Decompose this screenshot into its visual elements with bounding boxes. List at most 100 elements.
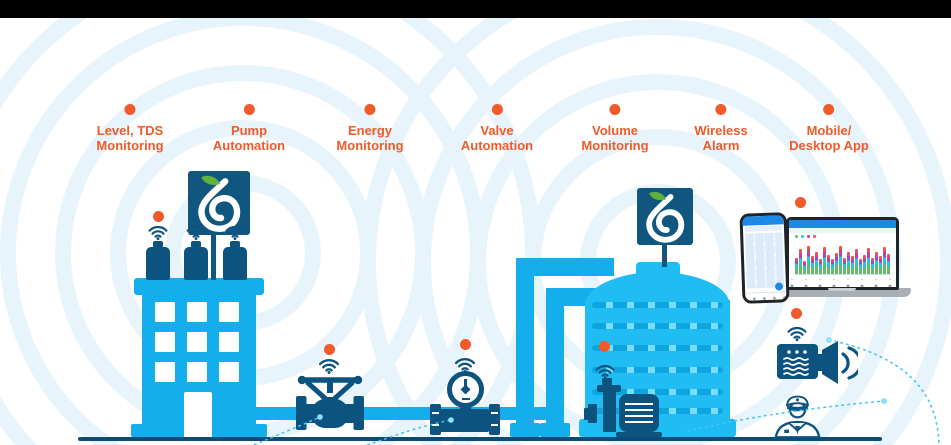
pump-side-flange <box>588 404 597 423</box>
marker-dot-icon <box>460 339 471 350</box>
window <box>187 302 207 322</box>
feature-label: Level, TDS <box>96 123 164 138</box>
tank-rib <box>592 323 723 329</box>
feature-label: Automation <box>460 138 534 153</box>
marker-dot-icon <box>153 211 164 222</box>
laptop-hinge-notch <box>828 288 856 291</box>
feature-label: Monitoring <box>581 138 649 153</box>
roof-tank-cap <box>153 241 163 248</box>
laptop-chart-bars <box>795 244 890 275</box>
feature-label: Pump <box>230 123 268 138</box>
feature-label: Desktop App <box>789 138 869 153</box>
marker-dot-icon <box>795 197 806 208</box>
pump-side-flange <box>584 408 589 420</box>
column-base <box>540 423 570 437</box>
pipe-flange <box>430 404 441 435</box>
building-roof <box>134 278 264 295</box>
feature-label: Volume <box>592 123 638 138</box>
marker-dot-icon <box>823 104 835 115</box>
marker-dot-icon <box>609 104 621 115</box>
ground-line <box>78 437 882 441</box>
window <box>187 362 207 382</box>
feature-label: Monitoring <box>336 138 404 153</box>
roof-tank <box>184 247 208 280</box>
laptop-app-header <box>789 220 896 228</box>
logo-drop-icon <box>637 188 693 245</box>
phone-app-header <box>742 215 784 226</box>
brand-sign <box>637 188 693 245</box>
top-black-bar <box>0 0 951 18</box>
phone-icon <box>739 212 790 304</box>
marker-dot-icon <box>364 104 376 115</box>
pump-flange <box>597 385 621 392</box>
window <box>155 362 175 382</box>
pipe-flange <box>489 404 500 435</box>
feature-label: Monitoring <box>96 138 164 153</box>
window <box>219 362 239 382</box>
window <box>155 302 175 322</box>
valve-icon <box>296 375 364 430</box>
pump-base <box>616 432 662 437</box>
meter-body <box>439 409 490 432</box>
wifi-icon <box>147 224 169 240</box>
marker-dot-icon <box>715 104 727 115</box>
feature-pump-automation: Pump Automation <box>213 104 285 153</box>
feature-mobile-desktop-app: Mobile/ Desktop App <box>789 104 869 153</box>
marker-dot-icon <box>599 341 610 352</box>
sign-pole <box>662 243 667 267</box>
marker-dot-icon <box>243 104 255 115</box>
alarm-drops-waves <box>783 350 809 376</box>
sign-pole <box>211 235 216 280</box>
gauge-icon <box>447 371 484 408</box>
alarm-speaker-icon <box>816 341 858 384</box>
feature-label: Alarm <box>702 138 740 153</box>
wifi-icon <box>224 224 246 240</box>
laptop-bottom-icons <box>789 279 896 287</box>
wifi-icon <box>317 357 341 374</box>
roof-tank-cap <box>191 241 201 248</box>
intake-arm-tall <box>516 258 614 276</box>
window <box>219 302 239 322</box>
feature-energy-monitoring: Energy Monitoring <box>336 104 404 153</box>
window <box>219 332 239 352</box>
feature-valve-automation: Valve Automation <box>461 104 533 153</box>
feature-label: Energy <box>347 123 393 138</box>
laptop-toolbar <box>789 228 896 233</box>
building-windows <box>155 302 239 382</box>
building-door <box>184 392 212 437</box>
pump-pipe <box>603 392 616 432</box>
roof-tank-cap <box>230 241 240 248</box>
tank-rib <box>592 302 723 308</box>
tank-rib <box>592 345 723 351</box>
column-base <box>510 423 540 437</box>
pump-icon <box>619 394 659 432</box>
intake-column-short <box>546 288 564 424</box>
alarm-box <box>777 344 818 379</box>
feature-wireless-alarm: Wireless Alarm <box>694 104 748 153</box>
feature-volume-monitoring: Volume Monitoring <box>581 104 649 153</box>
feature-label: Automation <box>212 138 286 153</box>
gauge-tick <box>461 398 470 400</box>
wifi-icon <box>185 224 207 240</box>
feature-label: Wireless <box>694 123 748 138</box>
marker-dot-icon <box>791 308 802 319</box>
wifi-icon <box>594 363 616 379</box>
roof-tank <box>223 247 247 280</box>
laptop-icon <box>786 217 899 290</box>
window <box>187 332 207 352</box>
roof-tank <box>146 247 170 280</box>
feature-label: Mobile/ <box>806 123 852 138</box>
marker-dot-icon <box>491 104 503 115</box>
phone-tab-bar <box>744 225 783 232</box>
tank-rib <box>592 367 723 373</box>
pump-stub <box>602 378 612 385</box>
feature-level-tds-monitoring: Level, TDS Monitoring <box>96 104 164 153</box>
phone-tile-grid <box>745 232 785 289</box>
brand-sign <box>188 171 250 235</box>
wifi-icon <box>786 325 808 341</box>
laptop-base <box>773 288 911 297</box>
guard-icon <box>774 395 821 438</box>
phone-fab-button <box>774 282 784 291</box>
wifi-icon <box>453 356 477 373</box>
